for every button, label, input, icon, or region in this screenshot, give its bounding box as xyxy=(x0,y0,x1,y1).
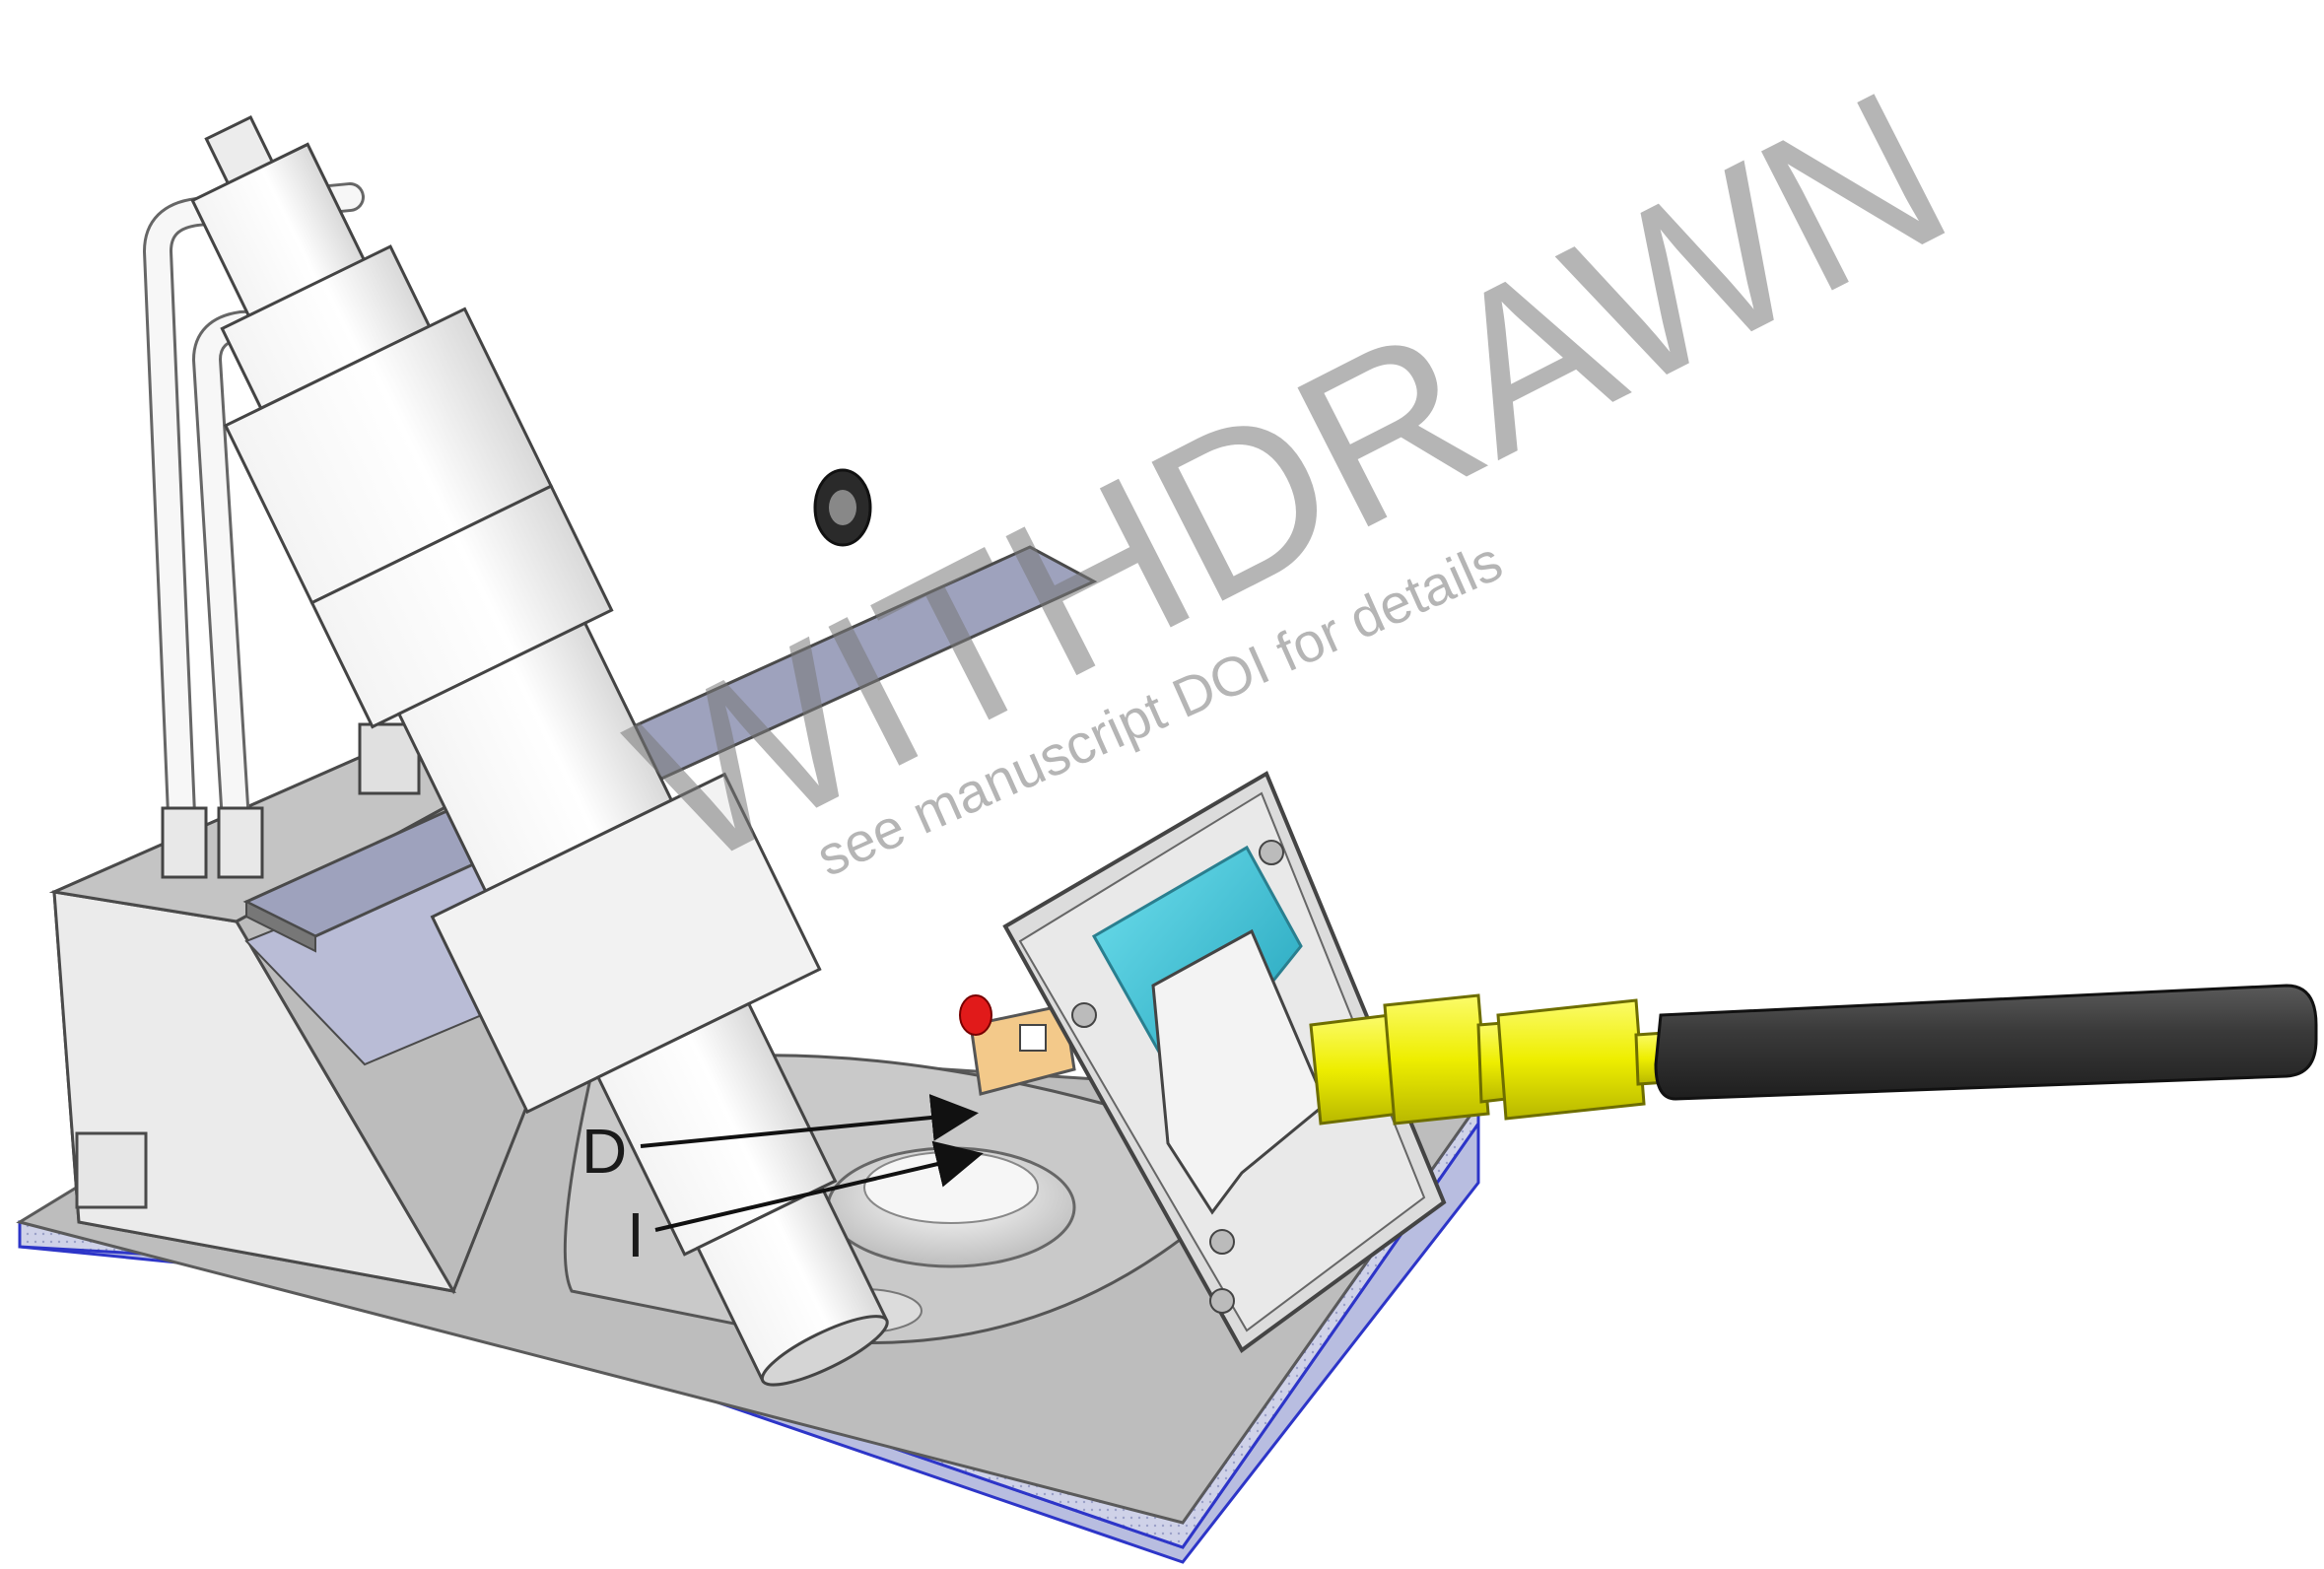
callout-d: D xyxy=(581,1094,979,1187)
window-clamp xyxy=(1151,928,1328,1215)
label-d: D xyxy=(581,1116,627,1187)
callout-i: I xyxy=(627,1140,984,1270)
mounting-plate xyxy=(242,545,1098,953)
probe-tip xyxy=(760,1315,889,1387)
column-assembly xyxy=(190,115,889,1387)
connector-block xyxy=(959,994,1076,1096)
withdrawn-watermark: WITHDRAWN see manuscript DOI for details xyxy=(597,41,1984,915)
label-i: I xyxy=(627,1199,645,1270)
brass-fittings xyxy=(1309,993,1670,1126)
adjustment-knob xyxy=(813,468,872,547)
window-frame xyxy=(1002,771,1447,1353)
dark-hose xyxy=(1654,984,2318,1101)
indicator-led xyxy=(959,994,992,1036)
watermark-main: WITHDRAWN xyxy=(597,41,1984,915)
side-latch xyxy=(75,1131,148,1209)
